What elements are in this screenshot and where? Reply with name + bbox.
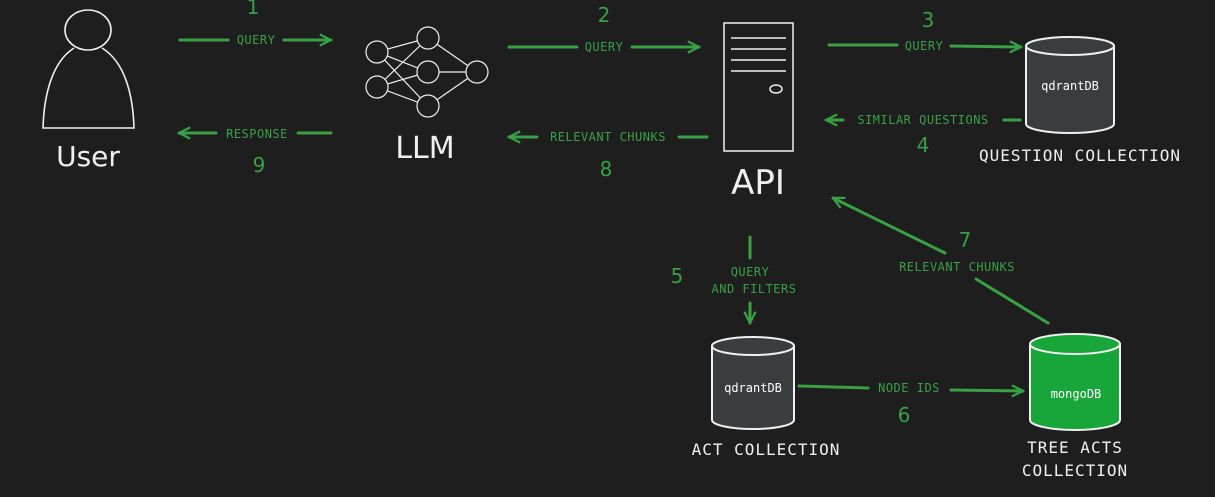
question-db-node: qdrantDB QUESTION COLLECTION	[979, 36, 1181, 165]
step-7-number: 7	[959, 228, 972, 252]
step-6-label: NODE IDS	[878, 381, 940, 395]
user-label: User	[56, 140, 120, 173]
act-db-label: qdrantDB	[724, 381, 782, 395]
step-2-label: QUERY	[585, 40, 624, 54]
edge-3-arrow	[949, 46, 1023, 47]
step-1-number: 1	[247, 0, 260, 19]
step-3-label: QUERY	[905, 39, 944, 53]
database-cylinder-icon	[1029, 333, 1121, 431]
step-1-label: QUERY	[237, 33, 276, 47]
user-icon	[42, 9, 135, 129]
step-5-label-line2: AND FILTERS	[712, 282, 797, 296]
act-collection-caption: ACT COLLECTION	[692, 440, 841, 459]
edges	[177, 40, 1050, 391]
question-db-label: qdrantDB	[1041, 79, 1099, 93]
step-2-number: 2	[598, 3, 611, 27]
question-collection-caption: QUESTION COLLECTION	[979, 146, 1181, 165]
step-6-number: 6	[898, 403, 911, 427]
user-node: User	[42, 9, 135, 173]
step-7-label: RELEVANT CHUNKS	[899, 260, 1015, 274]
step-9-label: RESPONSE	[226, 127, 288, 141]
edge-6-segment	[797, 384, 870, 390]
edge-7-segment	[974, 277, 1050, 325]
tree-collection-caption-line2: COLLECTION	[1022, 461, 1128, 480]
step-5-label-line1: QUERY	[731, 265, 770, 279]
step-3-number: 3	[922, 8, 935, 32]
api-label: API	[731, 163, 785, 203]
step-8-number: 8	[600, 157, 613, 181]
tree-collection-caption-line1: TREE ACTS	[1027, 438, 1123, 457]
tree-db-node: mongoDB TREE ACTS COLLECTION	[1022, 333, 1128, 480]
act-db-node: qdrantDB ACT COLLECTION	[692, 336, 841, 459]
database-cylinder-icon	[711, 336, 795, 430]
step-5-number: 5	[671, 264, 684, 288]
edge-7-arrow	[833, 196, 947, 255]
edge-6-arrow	[949, 390, 1025, 391]
llm-label: LLM	[395, 131, 454, 166]
step-4-number: 4	[917, 133, 930, 157]
step-4-label: SIMILAR QUESTIONS	[857, 113, 988, 127]
step-9-number: 9	[253, 153, 266, 177]
server-icon	[723, 22, 794, 152]
database-cylinder-icon	[1025, 36, 1115, 134]
tree-db-label: mongoDB	[1051, 387, 1102, 401]
neural-network-icon	[365, 26, 489, 118]
api-node: API	[723, 22, 794, 203]
llm-node: LLM	[365, 26, 489, 166]
edge-labels: 1 QUERY 2 QUERY 3 QUERY SIMILAR QUESTION…	[226, 0, 1015, 427]
step-8-label: RELEVANT CHUNKS	[550, 130, 666, 144]
